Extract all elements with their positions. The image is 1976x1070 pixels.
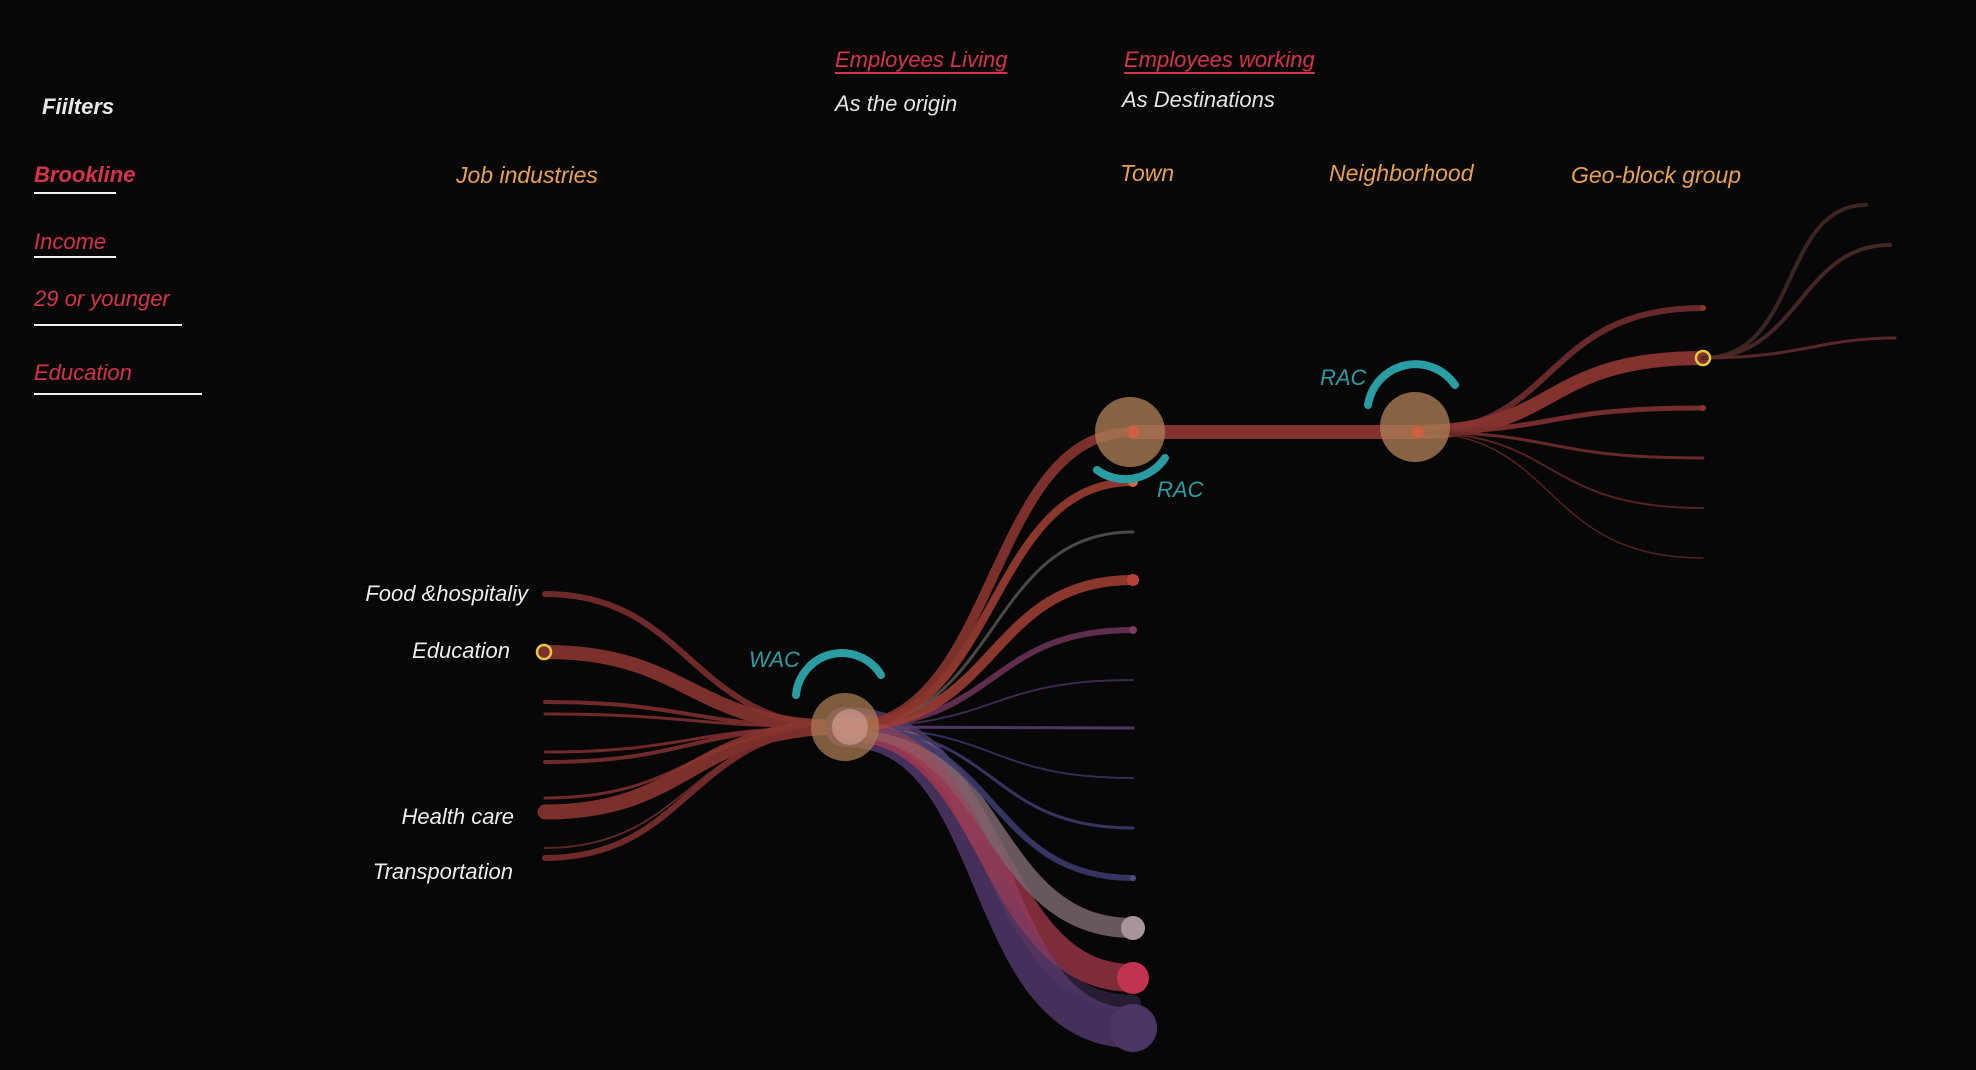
- column-header-geoblock: Geo-block group: [1571, 162, 1742, 188]
- town-node-15[interactable]: [1109, 1004, 1157, 1052]
- geoblock-node-1[interactable]: [1700, 305, 1706, 311]
- employees-working-subtitle: As Destinations: [1122, 87, 1275, 112]
- town-flow-3[interactable]: [840, 427, 1138, 732]
- town-flow-6[interactable]: [840, 575, 1138, 732]
- industry-label-health[interactable]: Health care: [401, 804, 514, 829]
- industry-label-transportation[interactable]: Transportation: [372, 859, 513, 884]
- town-node-13[interactable]: [1121, 916, 1145, 940]
- filter-education[interactable]: Education: [34, 360, 132, 385]
- geo-flow-6[interactable]: [1414, 431, 1704, 559]
- town-hub[interactable]: [1093, 397, 1169, 484]
- employees-working-link[interactable]: Employees working: [1124, 47, 1315, 72]
- filter-brookline-underline: [34, 192, 116, 194]
- employees-living-link[interactable]: Employees Living: [835, 47, 1008, 72]
- flow-transportation[interactable]: [542, 724, 848, 861]
- geo-flow-4[interactable]: [1413, 430, 1705, 460]
- column-header-town: Town: [1120, 160, 1175, 186]
- neighborhood-rac-arc-icon: [1364, 360, 1459, 409]
- town-flow-4[interactable]: [841, 478, 1137, 731]
- wac-hub[interactable]: [792, 649, 885, 761]
- flow-education[interactable]: [538, 645, 852, 734]
- town-node-14[interactable]: [1117, 962, 1149, 994]
- wac-arc-icon: [792, 649, 885, 699]
- education-selected-ring-icon[interactable]: [535, 643, 553, 661]
- sub-flow-3[interactable]: [1701, 336, 1897, 360]
- town-node-4[interactable]: [1127, 574, 1139, 586]
- geoblock-endpoints: [1700, 305, 1706, 411]
- filter-age[interactable]: 29 or younger: [34, 286, 170, 311]
- town-rac-arc-icon: [1093, 454, 1169, 484]
- town-flow-10[interactable]: [844, 726, 1134, 779]
- geoblock-selected-ring-icon[interactable]: [1694, 349, 1712, 367]
- column-header-industries: Job industries: [456, 162, 598, 188]
- geoblock-flows: [1408, 203, 1897, 559]
- town-rac-label: RAC: [1157, 477, 1204, 502]
- geo-flow-2[interactable]: [1408, 351, 1710, 439]
- town-flow-sheen: [837, 719, 1141, 1011]
- employees-living-subtitle: As the origin: [835, 91, 958, 116]
- town-node-6[interactable]: [1129, 626, 1137, 634]
- town-flows: [825, 427, 1153, 1048]
- geoblock-node-3[interactable]: [1700, 405, 1706, 411]
- column-header-neighborhood: Neighborhood: [1329, 160, 1474, 186]
- wac-label: WAC: [749, 647, 800, 672]
- neighborhood-hub[interactable]: [1364, 360, 1459, 462]
- town-flow-9[interactable]: [843, 725, 1135, 730]
- filter-age-underline: [34, 324, 182, 326]
- town-flow-5[interactable]: [843, 530, 1135, 729]
- town-endpoints: [1109, 477, 1157, 1052]
- geo-flow-3[interactable]: [1412, 405, 1706, 435]
- filters-heading: Fiilters: [42, 94, 115, 119]
- filter-education-underline: [34, 393, 202, 395]
- filter-income-underline: [34, 256, 116, 258]
- industry-label-education[interactable]: Education: [412, 638, 510, 663]
- geo-flow-5[interactable]: [1414, 431, 1704, 509]
- industry-flows: [537, 591, 853, 861]
- neighborhood-rac-label: RAC: [1320, 365, 1367, 390]
- filter-brookline[interactable]: Brookline: [34, 162, 136, 187]
- industry-label-food[interactable]: Food &hospitaliy: [365, 581, 528, 606]
- sub-flow-2[interactable]: [1701, 243, 1892, 360]
- sub-flow-1[interactable]: [1701, 203, 1868, 360]
- filter-income[interactable]: Income: [34, 229, 107, 254]
- geo-flow-1[interactable]: [1412, 305, 1706, 435]
- town-node-11[interactable]: [1130, 875, 1136, 881]
